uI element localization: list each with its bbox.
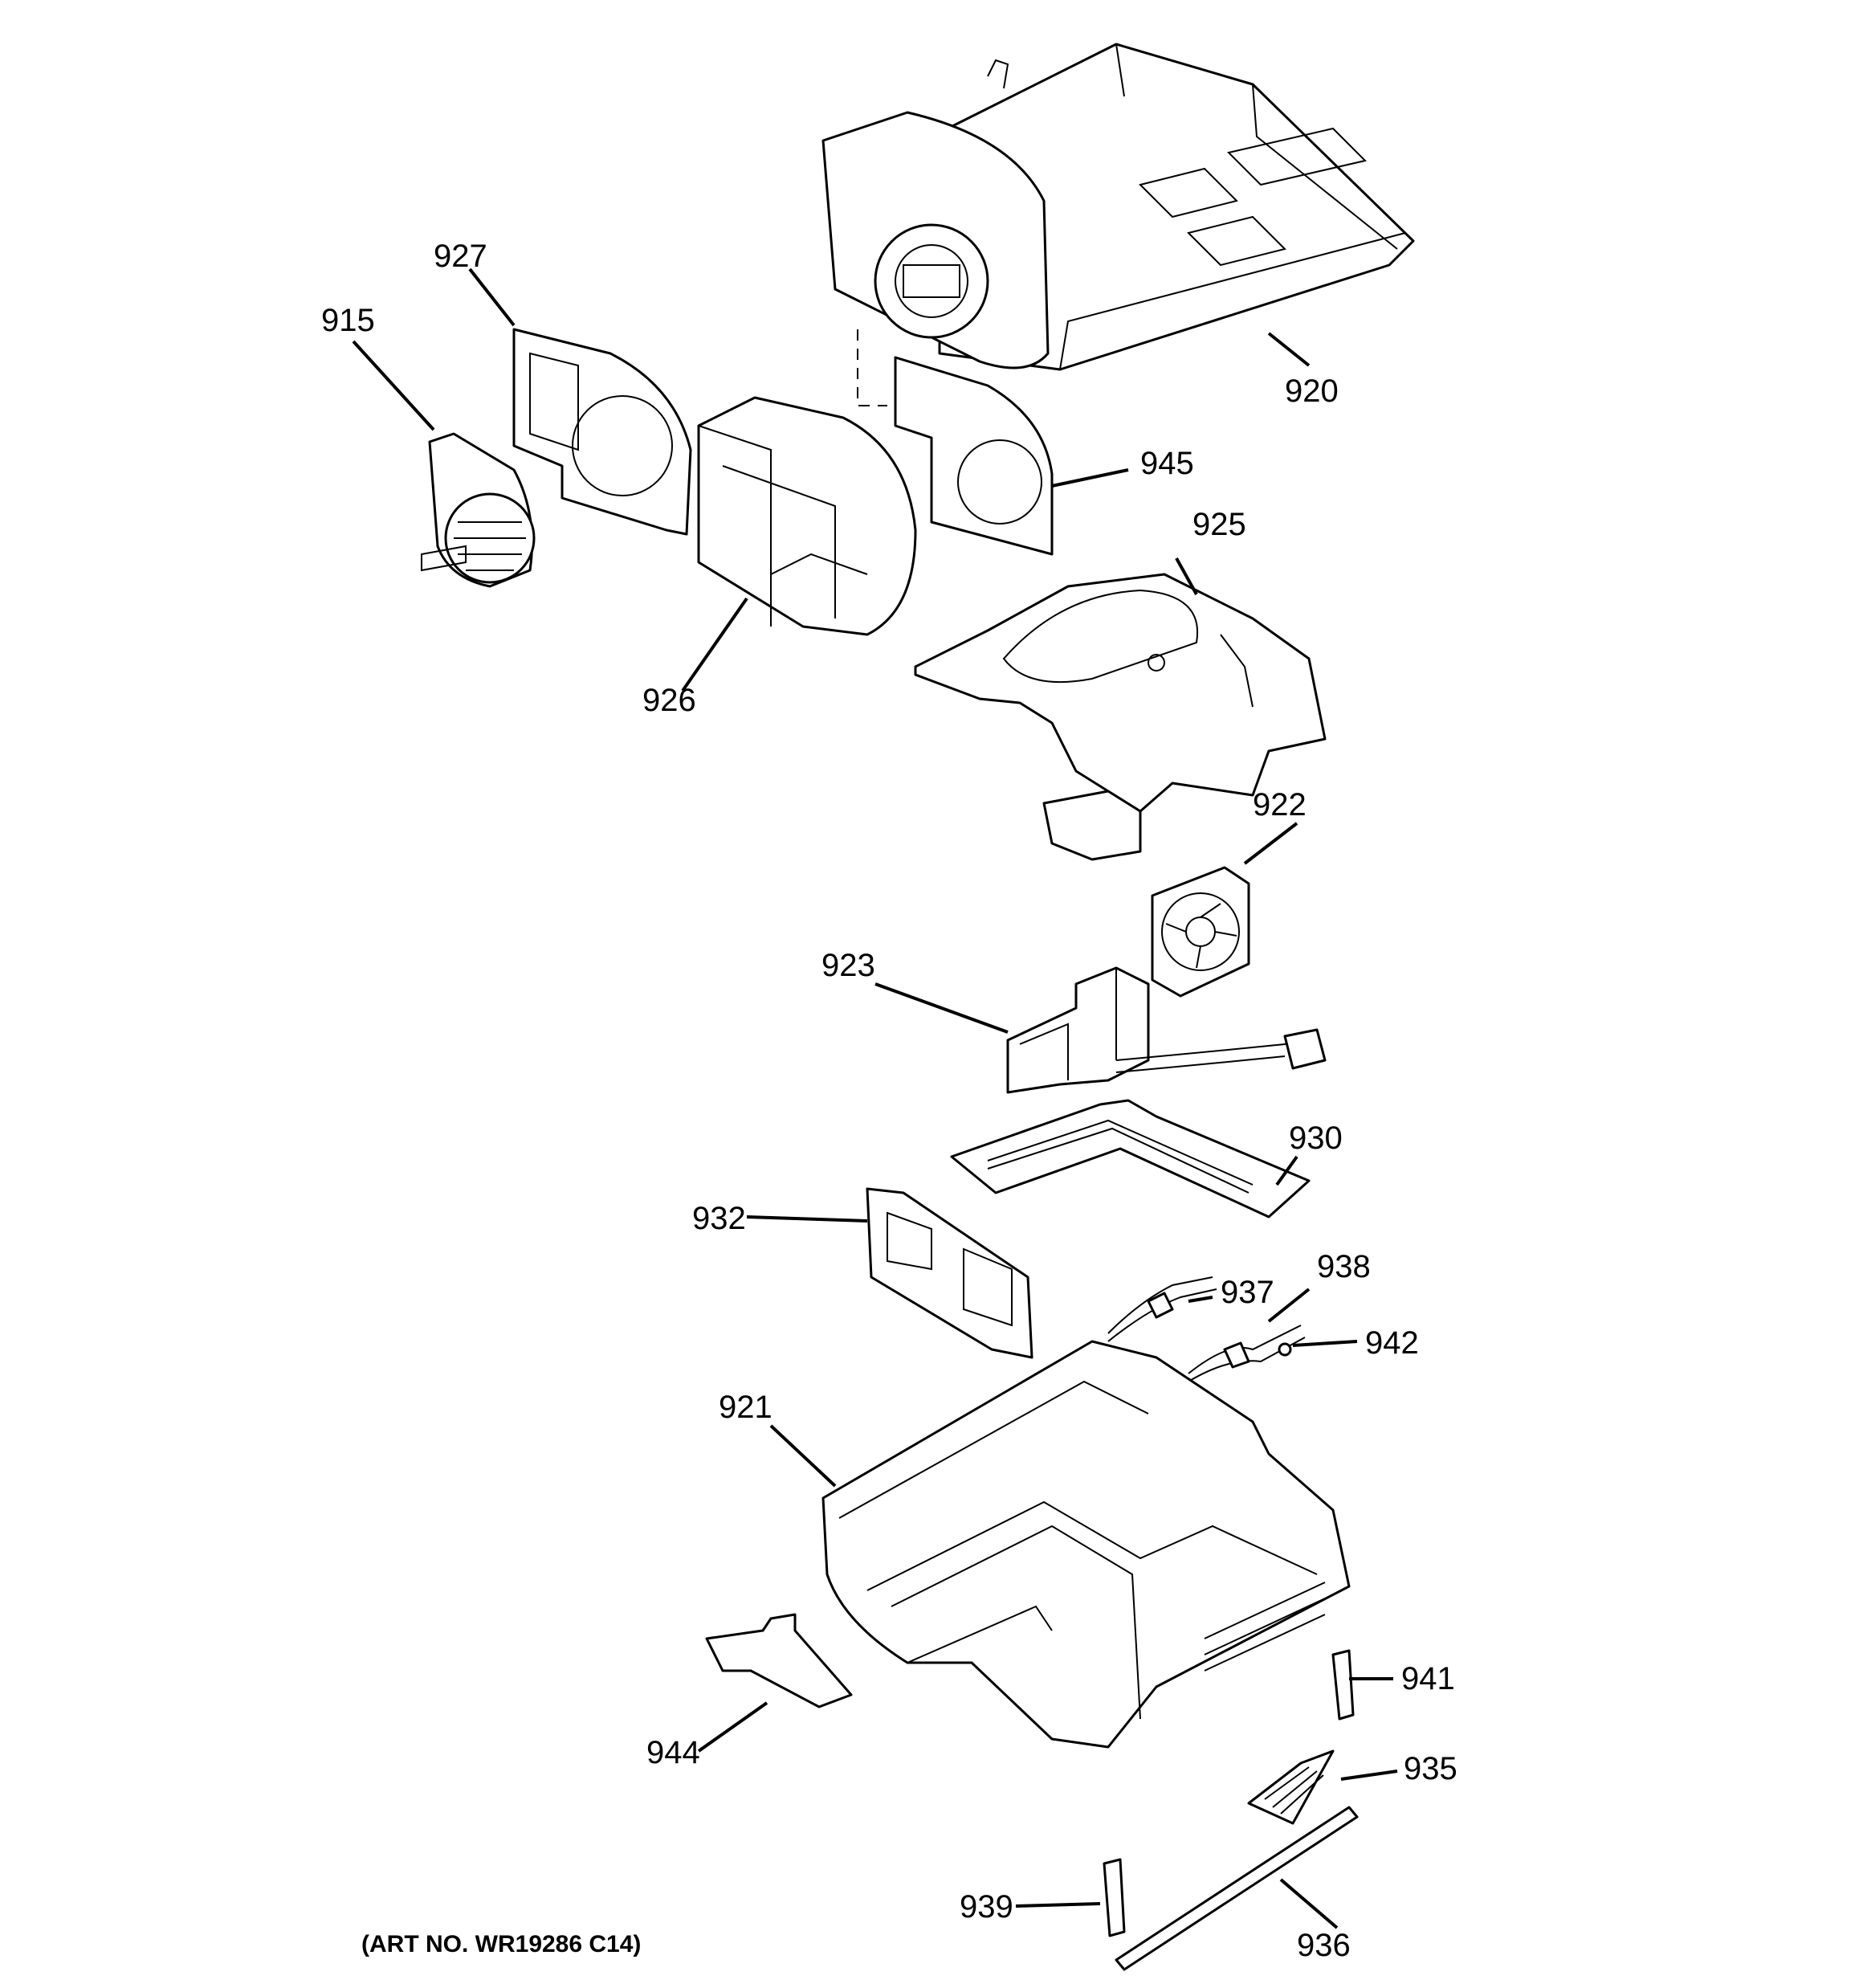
part-922-fan — [1151, 866, 1250, 998]
callout-945: 945 — [1140, 446, 1194, 481]
part-923-motor-housing — [1006, 966, 1327, 1094]
part-930-heater-plate — [950, 1099, 1311, 1219]
callout-921: 921 — [719, 1390, 773, 1425]
part-944-plate — [705, 1613, 853, 1708]
leader-lines — [352, 267, 1398, 1929]
callout-939: 939 — [960, 1889, 1013, 1925]
callout-920: 920 — [1285, 374, 1339, 409]
part-915-vent-door — [421, 432, 536, 588]
part-937-wiring — [1107, 1276, 1217, 1342]
callout-922: 922 — [1253, 787, 1307, 823]
part-935-grille — [1247, 1749, 1335, 1825]
callout-923: 923 — [821, 948, 875, 983]
part-926-duct — [697, 396, 917, 636]
callout-925: 925 — [1192, 507, 1246, 542]
part-938-wiring — [1188, 1325, 1306, 1382]
alignment-line — [857, 329, 887, 406]
part-945-gasket — [894, 356, 1054, 556]
part-920-dispenser-housing — [821, 43, 1415, 371]
art-number: (ART NO. WR19286 C14) — [361, 1931, 641, 1957]
part-939-post — [1103, 1858, 1126, 1937]
callout-937: 937 — [1221, 1275, 1274, 1310]
callout-915: 915 — [321, 303, 375, 338]
part-925-duct-base — [914, 573, 1327, 861]
callout-944: 944 — [646, 1735, 700, 1770]
callout-936: 936 — [1297, 1928, 1351, 1963]
callout-942: 942 — [1365, 1325, 1419, 1361]
part-927-gasket — [512, 328, 692, 536]
callout-938: 938 — [1317, 1249, 1371, 1284]
callout-930: 930 — [1289, 1121, 1343, 1156]
part-941-post — [1331, 1649, 1355, 1721]
part-932-gasket — [866, 1187, 1033, 1359]
part-921-case — [821, 1340, 1351, 1749]
part-936-strip — [1115, 1806, 1359, 1971]
callout-926: 926 — [642, 683, 696, 718]
part-942-nut — [1278, 1342, 1292, 1357]
callout-941: 941 — [1401, 1661, 1455, 1696]
callout-932: 932 — [692, 1201, 746, 1236]
callout-935: 935 — [1404, 1751, 1457, 1786]
callout-927: 927 — [434, 239, 487, 274]
